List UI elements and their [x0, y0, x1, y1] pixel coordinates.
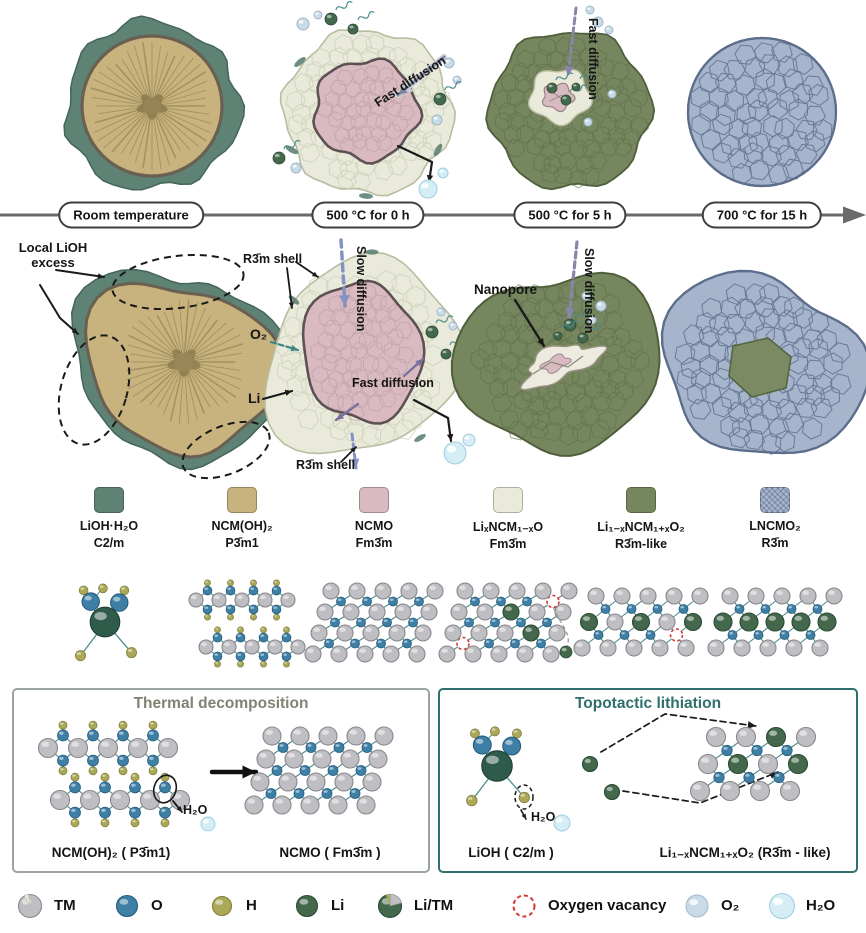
- atom-label: H: [246, 896, 257, 914]
- r3m-shell-bottom-label: R3̄m shell: [296, 458, 356, 472]
- atom-legend-item-h: H: [207, 890, 257, 920]
- thermal-reaction-arrow: [209, 765, 259, 779]
- legend-space-group: Fm3̄m: [489, 537, 527, 551]
- legend-name: NCM(OH)₂: [211, 519, 273, 533]
- legend-name: LNCMO₂: [749, 519, 801, 533]
- thermal-panel-title: Thermal decomposition: [133, 695, 309, 712]
- li-sphere-icon: [295, 894, 319, 918]
- h2o-label-thermal: H₂O: [183, 803, 208, 817]
- legend-item-ncmo: NCMO Fm3̄m: [309, 487, 439, 550]
- slow-diffusion-label-stage3: Slow diffusion: [582, 248, 596, 334]
- atom-label: O: [151, 896, 163, 914]
- legend-item-ncm-oh2: NCM(OH)₂ P3̄m1: [177, 487, 307, 550]
- stage-label: 700 °C for 15 h: [716, 207, 808, 223]
- legend-item-lncmo2: LNCMO₂ R3̄m: [710, 487, 840, 550]
- particle-500c-0h: [272, 1, 462, 199]
- crystal-structure-c2m: [75, 583, 138, 662]
- atom-label: O₂: [721, 896, 740, 914]
- fast-diffusion-label-core: Fast diffusion: [352, 376, 434, 390]
- slow-diffusion-label-stage2: Slow diffusion: [354, 246, 368, 332]
- stage-label: Room temperature: [73, 207, 189, 223]
- legend-item-li1x-ncm-o2: Li₁₋ₓNCM₁₊ₓO₂ R3̄m-like: [576, 487, 706, 551]
- legend-space-group: Fm3̄m: [355, 536, 393, 550]
- atom-legend-item-li-tm: Li/TM: [375, 890, 453, 920]
- topotactic-reactant-label: LiOH ( C2/m ): [468, 845, 554, 860]
- li-tm-sphere-icon: [377, 893, 403, 919]
- legend-swatch-ncm-oh2: [227, 487, 257, 513]
- thermal-product-label: NCMO ( Fm3̄m ): [279, 845, 381, 860]
- atom-legend-item-li: Li: [292, 890, 344, 920]
- legend-item-lioh-h2o: LiOH·H₂O C2/m: [44, 487, 174, 550]
- crystal-structure-r3m-like: [573, 587, 709, 657]
- atom-label: Li/TM: [414, 896, 454, 914]
- local-lioh-excess-label: Local LiOH excess: [18, 240, 88, 270]
- crystal-structure-fm3m-ncmo: [304, 582, 444, 663]
- legend-swatch-lioh-h2o: [94, 487, 124, 513]
- secondary-particle-room-temperature: [39, 253, 301, 480]
- legend-name: LiOH·H₂O: [79, 519, 139, 533]
- legend-swatch-lix-ncm-o: [493, 487, 523, 513]
- thermal-reactant-label: NCM(OH)₂ ( P3̄m1): [51, 845, 171, 860]
- thermal-decomposition-panel: Thermal decomposition: [12, 688, 430, 873]
- o-sphere-icon: [115, 894, 139, 918]
- crystal-structure-r3m: [707, 587, 843, 657]
- particle-room-temperature: [63, 15, 246, 191]
- topotactic-lithiation-panel: Topotactic lithiation: [438, 688, 858, 873]
- legend-space-group: R3̄m-like: [614, 537, 668, 551]
- stage-label: 500 °C for 0 h: [326, 207, 410, 223]
- particle-500c-5h: [485, 5, 656, 191]
- topotactic-product-lattice: [689, 726, 817, 802]
- topotactic-lioh-molecule: [466, 726, 571, 832]
- particle-700c-15h: [686, 36, 838, 188]
- tm-sphere-icon: [17, 893, 43, 919]
- h2o-label-topotactic: H₂O: [531, 810, 556, 824]
- atom-legend-item-oxygen-vacancy: Oxygen vacancy: [509, 890, 666, 920]
- secondary-particle-700c-15h: [660, 269, 866, 455]
- legend-name: NCMO: [354, 519, 394, 533]
- legend-item-lix-ncm-o: LiₓNCM₁₋ₓO Fm3̄m: [443, 487, 573, 551]
- h2o-droplet-icon: [769, 893, 795, 919]
- legend-swatch-lncmo2: [760, 487, 790, 513]
- h-sphere-icon: [211, 895, 233, 917]
- atom-legend-item-o2: O₂: [682, 890, 739, 920]
- topotactic-product-label: Li₁₋ₓNCM₁₊ₓO₂ (R3̄m - like): [659, 845, 831, 860]
- atom-label: TM: [54, 896, 76, 914]
- atom-legend-item-tm: TM: [15, 890, 76, 920]
- timeline-stage-500c-0h: 500 °C for 0 h: [311, 201, 425, 229]
- atom-label: Li: [331, 896, 345, 914]
- r3m-shell-top-label: R3̄m shell: [243, 252, 303, 266]
- crystal-structure-p3m1: [188, 579, 306, 668]
- atom-label: Oxygen vacancy: [548, 896, 667, 914]
- legend-name: Li₁₋ₓNCM₁₊ₓO₂: [597, 520, 685, 534]
- nanopore-label: Nanopore: [474, 282, 538, 297]
- legend-space-group: P3̄m1: [225, 536, 259, 550]
- o2-bubble-icon: [685, 894, 709, 918]
- legend-swatch-li1x-ncm-o2: [626, 487, 656, 513]
- timeline-stage-room-temperature: Room temperature: [58, 201, 204, 229]
- crystal-structure-fm3m-lix: [438, 582, 578, 663]
- li-insertion-label: Li: [248, 390, 261, 406]
- legend-space-group: C2/m: [93, 536, 125, 550]
- atom-label: H₂O: [806, 896, 836, 914]
- atom-legend-item-h2o: H₂O: [767, 890, 835, 920]
- legend-swatch-ncmo: [359, 487, 389, 513]
- thermal-reactant-lattice: [37, 720, 216, 832]
- legend-name: LiₓNCM₁₋ₓO: [472, 520, 544, 534]
- timeline-stage-700c-15h: 700 °C for 15 h: [701, 201, 823, 229]
- fast-diffusion-label-stage3: Fast diffusion: [586, 18, 600, 100]
- stage-label: 500 °C for 5 h: [528, 207, 612, 223]
- oxygen-vacancy-icon: [512, 894, 536, 918]
- secondary-particle-500c-5h: [450, 240, 661, 457]
- o2-release-label: O₂: [250, 326, 268, 342]
- timeline-stage-500c-5h: 500 °C for 5 h: [513, 201, 627, 229]
- atom-legend-item-o: O: [112, 890, 163, 920]
- secondary-particle-500c-0h: [261, 238, 476, 470]
- thermal-product-lattice: [244, 726, 394, 815]
- legend-space-group: R3̄m: [761, 536, 789, 550]
- topotactic-panel-title: Topotactic lithiation: [574, 695, 722, 712]
